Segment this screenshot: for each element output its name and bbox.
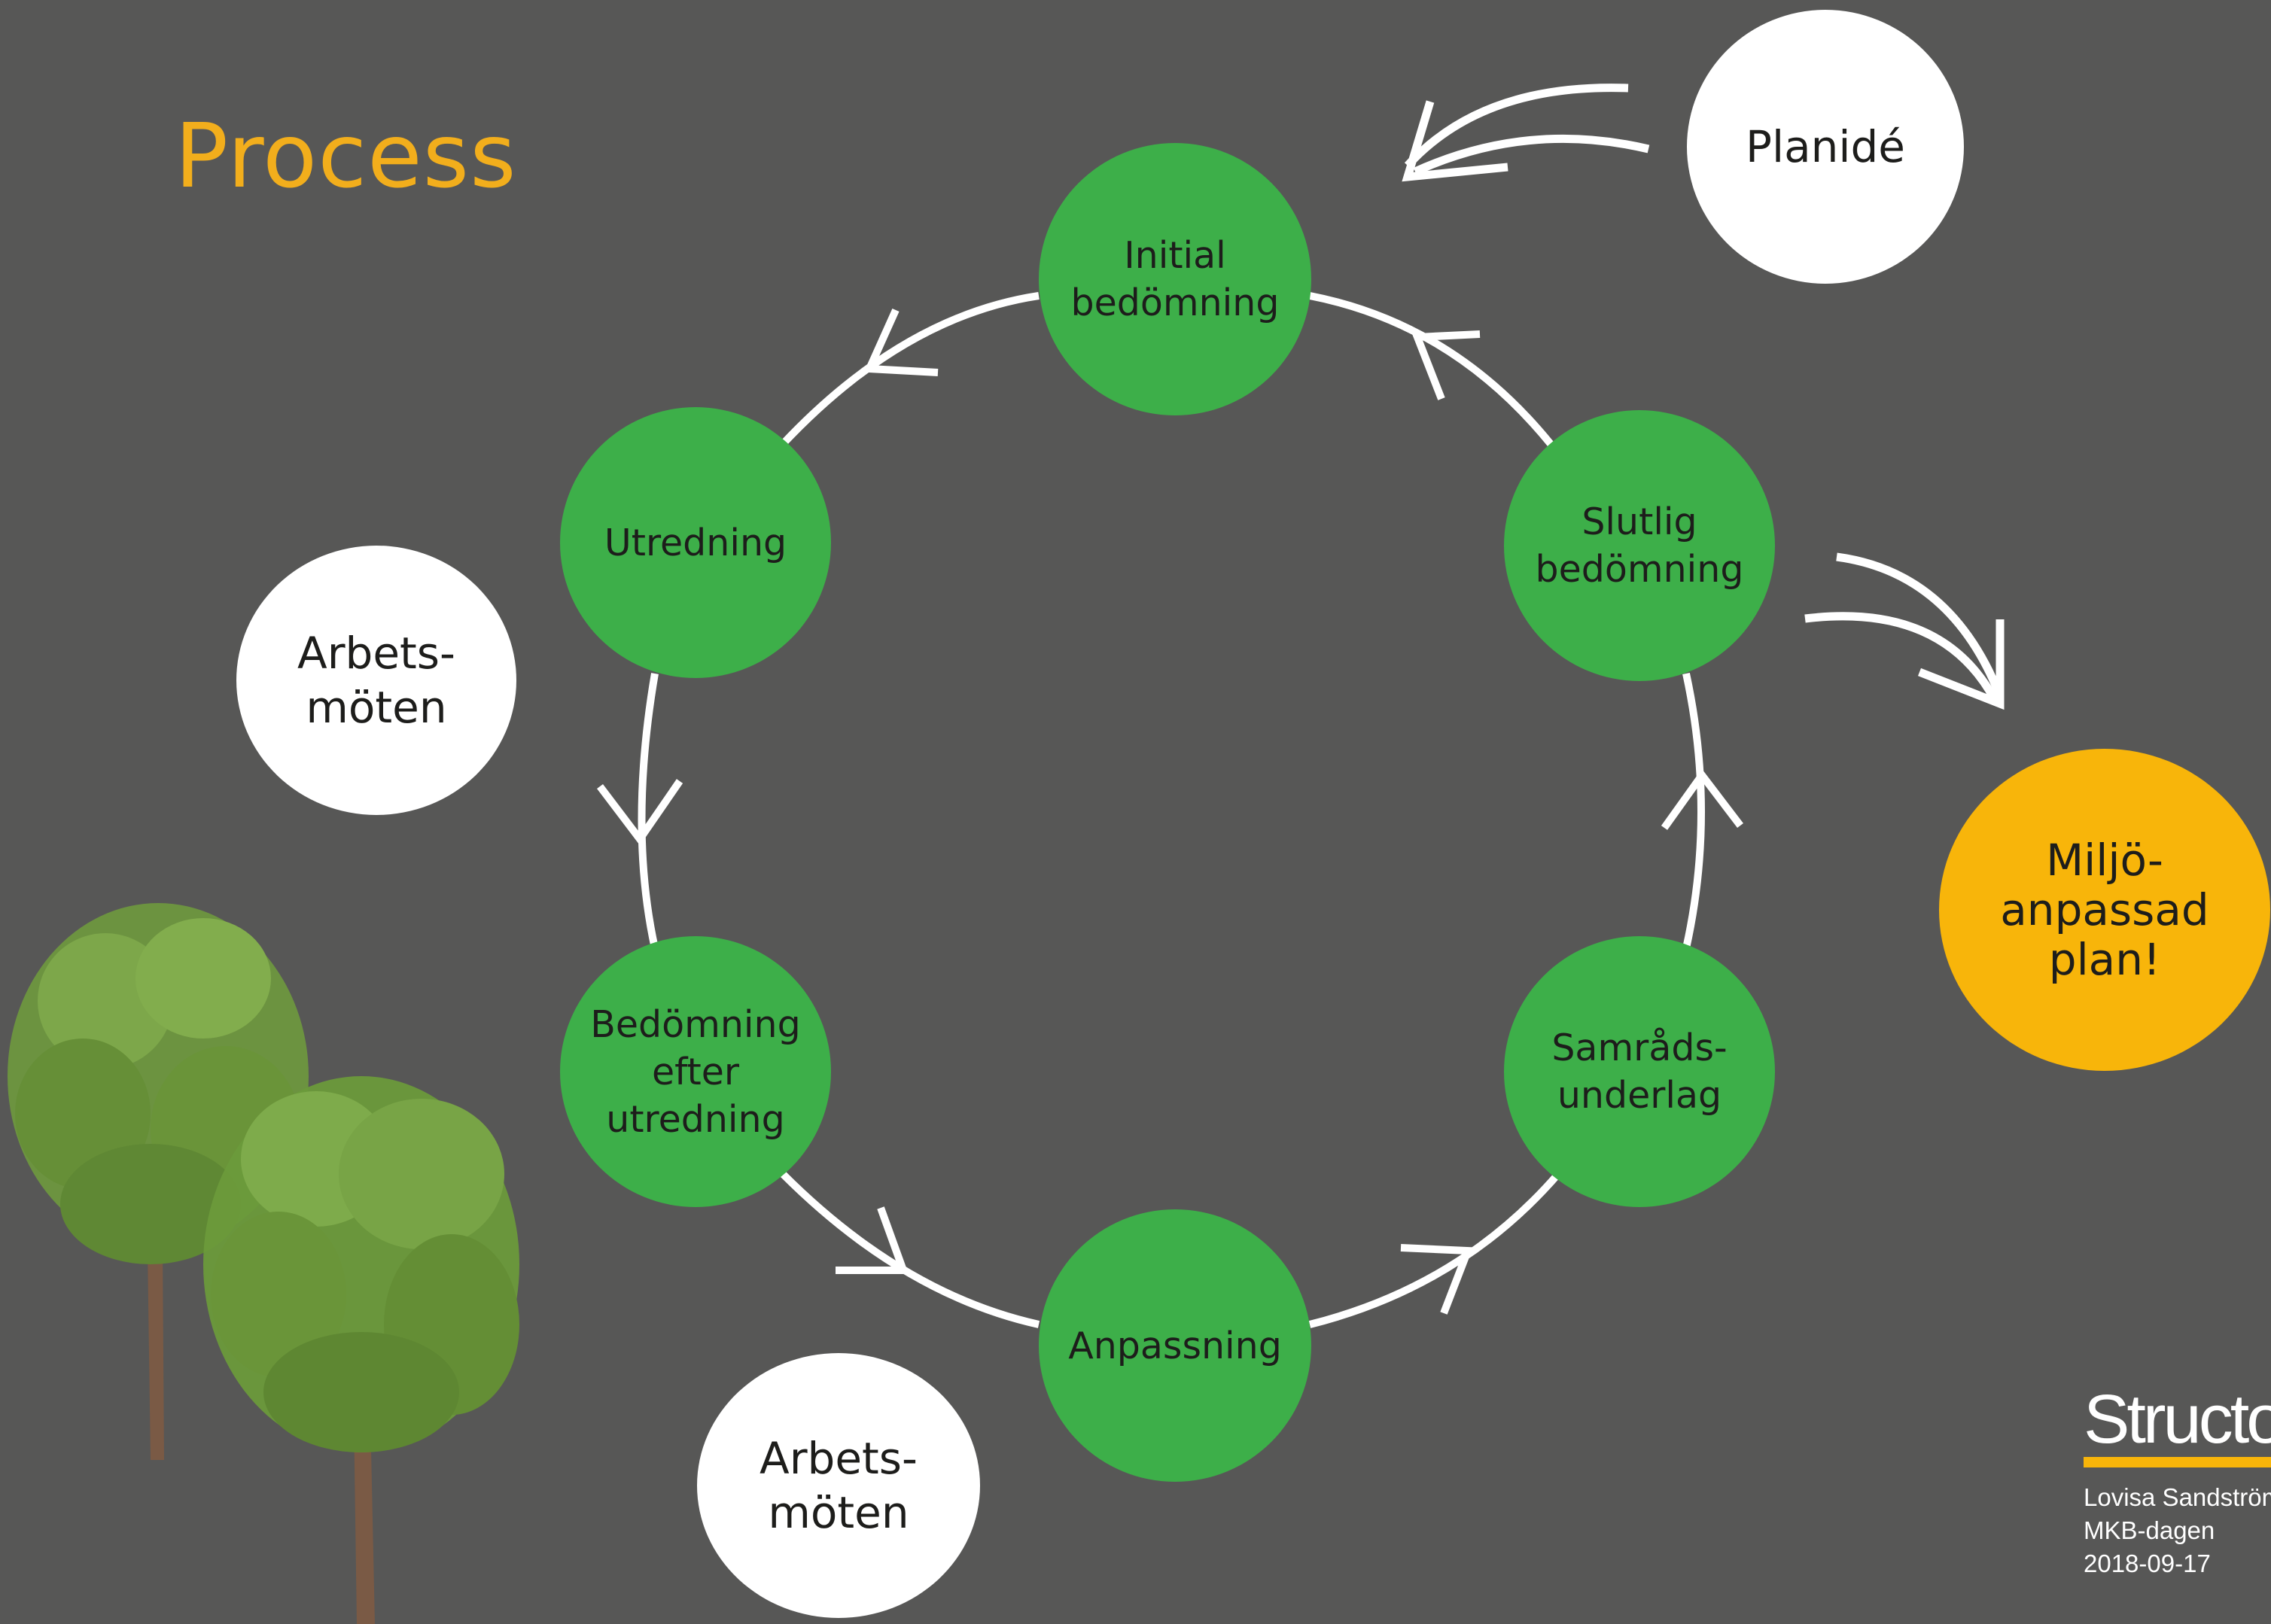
node-initial-bedomning: Initial bedömning [1039,143,1311,415]
node-utredning: Utredning [560,407,831,678]
footer-author: Lovisa Sandström [2084,1483,2271,1511]
input-arrow [1402,84,1650,182]
node-planide: Planidé [1687,10,1964,284]
node-anpassning: Anpassning [1039,1209,1311,1482]
arrowhead-bottom-right [1400,1244,1474,1315]
cycle-arrows [597,308,1743,1315]
cycle-ring [638,292,1705,1328]
node-arbetsmoten-bottom-label: Arbets- möten [760,1433,918,1538]
node-slutlig-bedomning-label: Slutlig bedömning [1535,500,1744,591]
node-slutlig-bedomning: Slutlig bedömning [1504,410,1775,681]
arrowhead-left [597,779,683,846]
footer-event: MKB-dagen [2084,1516,2215,1544]
arrowhead-top-left [863,308,939,376]
tree-trunk-back [148,1249,164,1460]
node-anpassning-label: Anpassning [1068,1324,1282,1367]
node-arbetsmoten-left-label: Arbets- möten [297,628,455,733]
arc-utredning-to-bedomning [638,673,659,950]
node-miljoanpassad-plan-label: Miljö- anpassad plan! [2000,835,2209,985]
node-bedomning-efter-utredning-label: Bedömning efter utredning [590,1002,801,1141]
node-arbetsmoten-bottom: Arbets- möten [697,1353,980,1618]
brand-logo: Structor [2084,1381,2271,1458]
node-initial-bedomning-label: Initial bedömning [1070,234,1280,324]
arc-initial-to-utredning [780,292,1040,447]
tree-canopy-front [203,1076,519,1452]
node-bedomning-efter-utredning: Bedömning efter utredning [560,936,831,1207]
arrowhead-bottom-left [836,1206,909,1274]
brand-underline [2084,1457,2271,1467]
node-samradsunderlag: Samråds- underlag [1504,936,1775,1207]
arc-samrad-to-slutlig [1682,672,1705,950]
tree-trunk-front [354,1415,375,1624]
node-planide-label: Planidé [1745,121,1905,172]
footer-info: Lovisa Sandström MKB-dagen 2018-09-17 [2084,1481,2271,1580]
tree-illustration [8,903,519,1624]
arc-bedomning-to-anpassning [780,1171,1040,1328]
page-title: Process [175,104,517,208]
node-samradsunderlag-label: Samråds- underlag [1551,1026,1728,1117]
output-arrow [1804,552,2005,710]
arrowhead-right [1661,768,1743,830]
arc-anpassning-to-samrad [1308,1171,1561,1328]
node-miljoanpassad-plan: Miljö- anpassad plan! [1939,749,2270,1071]
node-utredning-label: Utredning [604,521,787,564]
arrowhead-top-right [1411,330,1481,400]
footer: Structor Lovisa Sandström MKB-dagen 2018… [2084,1385,2271,1580]
node-arbetsmoten-left: Arbets- möten [236,546,516,815]
arc-slutlig-to-initial [1309,292,1554,447]
footer-date: 2018-09-17 [2084,1549,2211,1577]
tree-canopy-back [8,903,309,1264]
